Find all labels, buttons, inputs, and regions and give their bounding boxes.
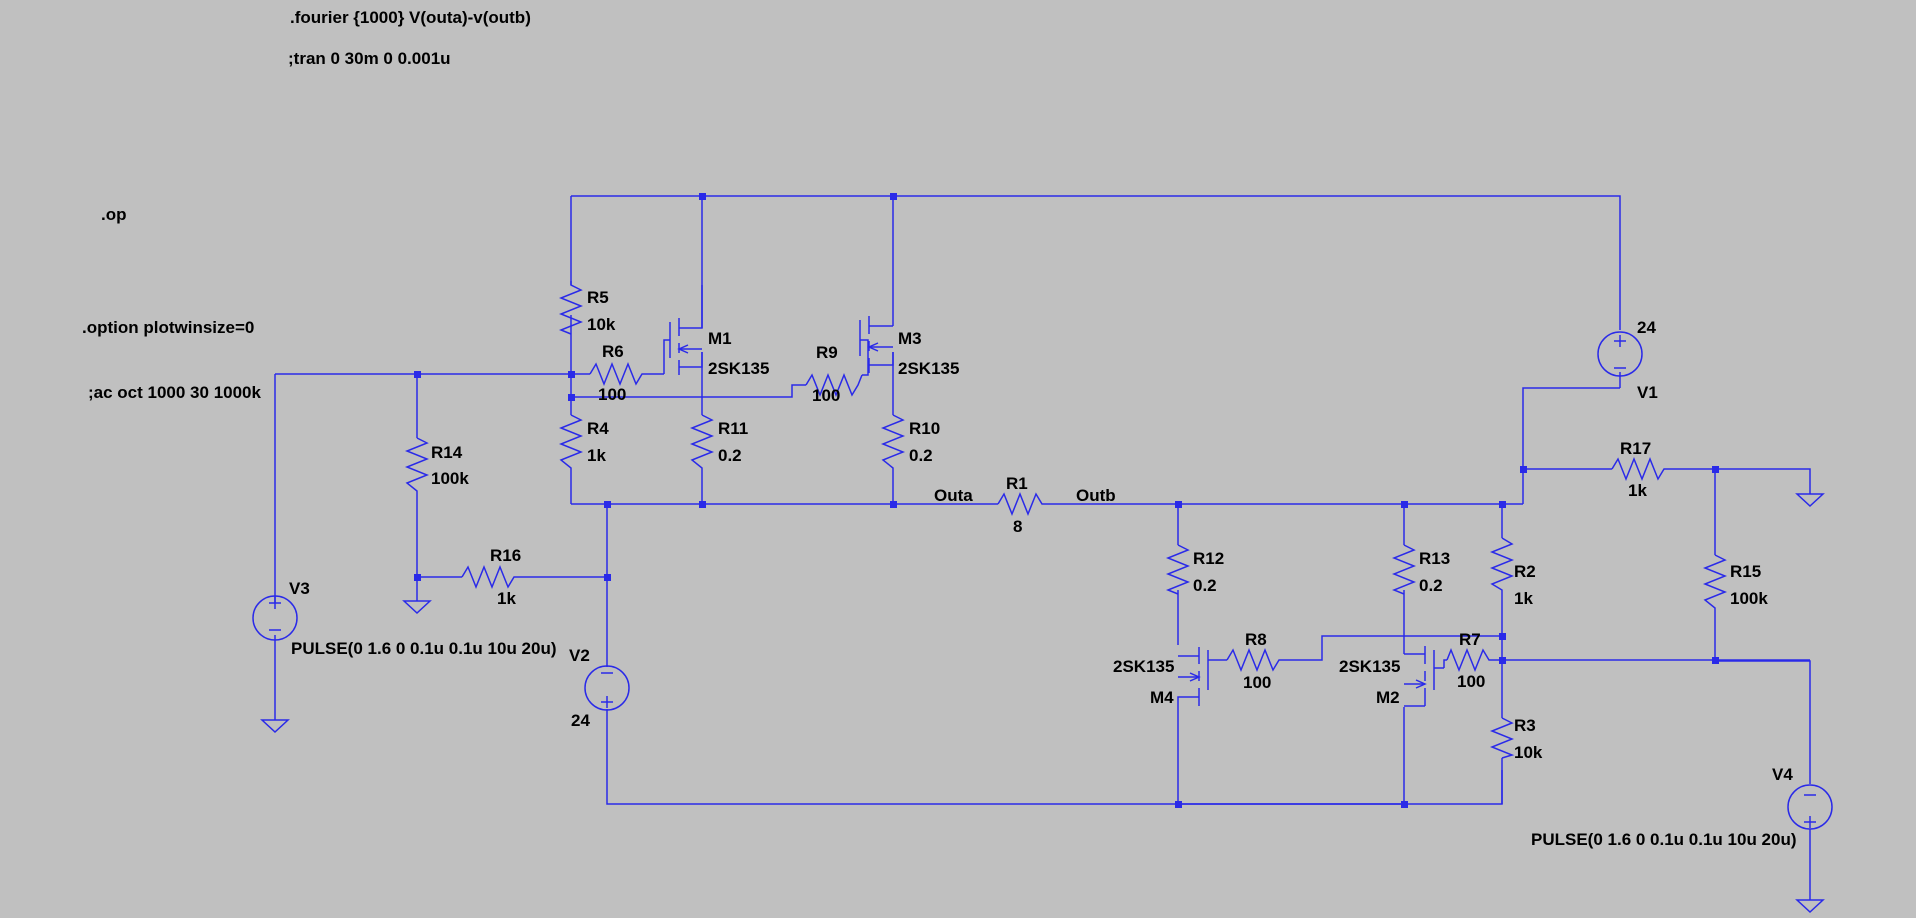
v2-name-label: V2 [569, 646, 590, 665]
resistor-r1[interactable]: R1 8 [997, 474, 1045, 536]
m4-name-label: M4 [1150, 688, 1174, 707]
voltage-source-v2[interactable]: V2 24 [569, 646, 630, 730]
r16-value-label: 1k [497, 589, 516, 608]
net-label-outa[interactable]: Outa [934, 486, 973, 505]
r13-name-label: R13 [1419, 549, 1450, 568]
m1-name-label: M1 [708, 329, 732, 348]
r7-name-label: R7 [1459, 630, 1481, 649]
r2-name-label: R2 [1514, 562, 1536, 581]
r15-value-label: 100k [1730, 589, 1768, 608]
resistor-r7[interactable]: R7 100 [1446, 630, 1493, 691]
mosfet-m4[interactable]: 2SK135 M4 [1113, 647, 1209, 716]
r12-name-label: R12 [1193, 549, 1224, 568]
r11-name-label: R11 [718, 419, 748, 438]
r10-name-label: R10 [909, 419, 940, 438]
v3-value-label: PULSE(0 1.6 0 0.1u 0.1u 10u 20u) [291, 639, 557, 658]
resistor-r10[interactable]: R10 0.2 [880, 414, 940, 472]
r15-name-label: R15 [1730, 562, 1761, 581]
r17-name-label: R17 [1620, 439, 1651, 458]
ground-symbol-v4 [1795, 899, 1825, 914]
m2-name-label: M2 [1376, 688, 1400, 707]
r3-value-label: 10k [1514, 743, 1543, 762]
m2-model-label: 2SK135 [1339, 657, 1400, 676]
net-label-outb[interactable]: Outb [1076, 486, 1116, 505]
ground-symbol-r17 [1762, 468, 1825, 508]
resistor-r16[interactable]: R16 1k [461, 546, 521, 608]
m3-model-label: 2SK135 [898, 359, 959, 378]
voltage-source-v1[interactable]: 24 V1 [1597, 318, 1658, 402]
ac-directive[interactable]: ;ac oct 1000 30 1000k [88, 383, 262, 402]
mosfet-m3[interactable]: M3 2SK135 [859, 316, 959, 378]
r9-name-label: R9 [816, 343, 838, 362]
op-directive[interactable]: .op [101, 205, 127, 224]
r5-value-label: 10k [587, 315, 616, 334]
v2-value-label: 24 [571, 711, 590, 730]
r17-value-label: 1k [1628, 481, 1647, 500]
resistor-r5[interactable]: R5 10k [558, 281, 616, 335]
r6-name-label: R6 [602, 342, 624, 361]
r9-value-label: 100 [812, 386, 840, 405]
r12-value-label: 0.2 [1193, 576, 1217, 595]
wires [274, 195, 1811, 805]
r4-value-label: 1k [587, 446, 606, 465]
r13-value-label: 0.2 [1419, 576, 1443, 595]
r5-name-label: R5 [587, 288, 609, 307]
v4-value-label: PULSE(0 1.6 0 0.1u 0.1u 10u 20u) [1531, 830, 1797, 849]
v1-name-label: V1 [1637, 383, 1658, 402]
r6-value-label: 100 [598, 385, 626, 404]
m3-name-label: M3 [898, 329, 922, 348]
resistor-r12[interactable]: R12 0.2 [1165, 544, 1224, 595]
ground-symbol-r14 [402, 590, 432, 615]
r7-value-label: 100 [1457, 672, 1485, 691]
resistor-r14[interactable]: R14 100k [404, 437, 469, 500]
tran-directive[interactable]: ;tran 0 30m 0 0.001u [288, 49, 451, 68]
r8-value-label: 100 [1243, 673, 1271, 692]
m4-model-label: 2SK135 [1113, 657, 1174, 676]
r10-value-label: 0.2 [909, 446, 933, 465]
mosfet-m1[interactable]: M1 2SK135 [669, 285, 769, 378]
r1-name-label: R1 [1006, 474, 1028, 493]
r2-value-label: 1k [1514, 589, 1533, 608]
resistor-r13[interactable]: R13 0.2 [1391, 544, 1450, 595]
v4-name-label: V4 [1772, 765, 1793, 784]
r11-value-label: 0.2 [718, 446, 742, 465]
v3-name-label: V3 [289, 579, 310, 598]
r8-name-label: R8 [1245, 630, 1267, 649]
mosfet-m2[interactable]: 2SK135 M2 [1339, 646, 1435, 707]
resistor-r4[interactable]: R4 1k [558, 414, 609, 472]
resistor-r17[interactable]: R17 1k [1611, 439, 1668, 500]
resistor-r6[interactable]: R6 100 [589, 342, 646, 404]
voltage-source-v4[interactable]: V4 PULSE(0 1.6 0 0.1u 0.1u 10u 20u) [1531, 765, 1833, 900]
resistor-r11[interactable]: R11 0.2 [689, 414, 748, 472]
r4-name-label: R4 [587, 419, 609, 438]
resistor-r2[interactable]: R2 1k [1489, 537, 1536, 608]
r16-name-label: R16 [490, 546, 521, 565]
junction-dots [414, 193, 1719, 808]
resistor-r8[interactable]: R8 100 [1226, 630, 1281, 692]
r14-name-label: R14 [431, 443, 463, 462]
voltage-source-v3[interactable]: V3 PULSE(0 1.6 0 0.1u 0.1u 10u 20u) [252, 579, 557, 658]
m1-model-label: 2SK135 [708, 359, 769, 378]
r1-value-label: 8 [1013, 517, 1022, 536]
ground-symbol-v3 [260, 710, 290, 734]
resistor-r9[interactable]: R9 100 [805, 343, 863, 405]
resistor-r15[interactable]: R15 100k [1702, 554, 1768, 627]
v1-value-label: 24 [1637, 318, 1656, 337]
option-directive[interactable]: .option plotwinsize=0 [82, 318, 254, 337]
r3-name-label: R3 [1514, 716, 1536, 735]
fourier-directive[interactable]: .fourier {1000} V(outa)-v(outb) [290, 8, 531, 27]
r14-value-label: 100k [431, 469, 469, 488]
resistor-r3[interactable]: R3 10k [1489, 716, 1543, 762]
